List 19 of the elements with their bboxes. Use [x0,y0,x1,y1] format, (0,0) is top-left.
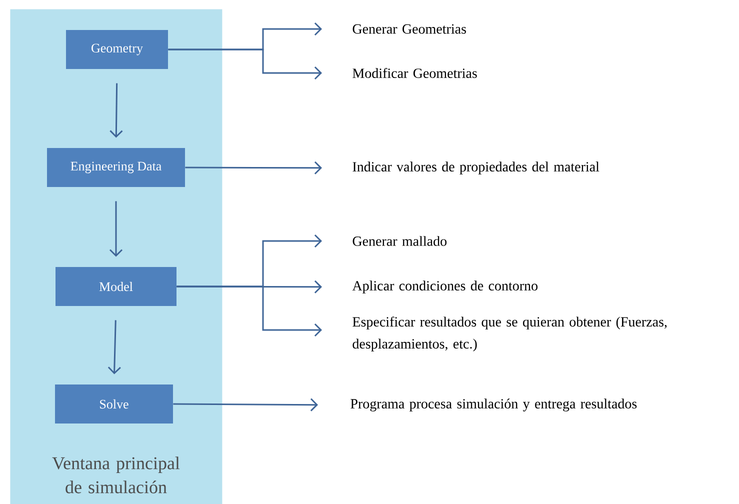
panel-title: Ventana principal de simulación [52,456,180,494]
description-text: Modificar Geometrias [352,68,477,78]
step-box: Geometry [66,30,168,69]
description-text: Indicar valores de propiedades del material [352,162,600,174]
description-text: Especificar resultados que se quieran obtener (Fuerzas, desplazamientos, etc.) [352,316,667,352]
arrow [176,286,322,337]
description-text: Generar mallado [352,236,447,246]
arrow [108,320,121,374]
step-box: Engineering Data [47,148,185,187]
step-box: Solve [55,384,173,424]
arrow [110,83,123,138]
arrow [109,201,123,257]
step-box: Model [56,267,176,306]
description-text: Programa procesa simulación y entrega resultados [350,398,637,412]
arrow [168,48,322,80]
description-text: Aplicar condiciones de contorno [352,280,538,294]
arrow [173,398,318,412]
arrow [185,161,322,174]
description-text: Generar Geometrias [352,24,466,34]
